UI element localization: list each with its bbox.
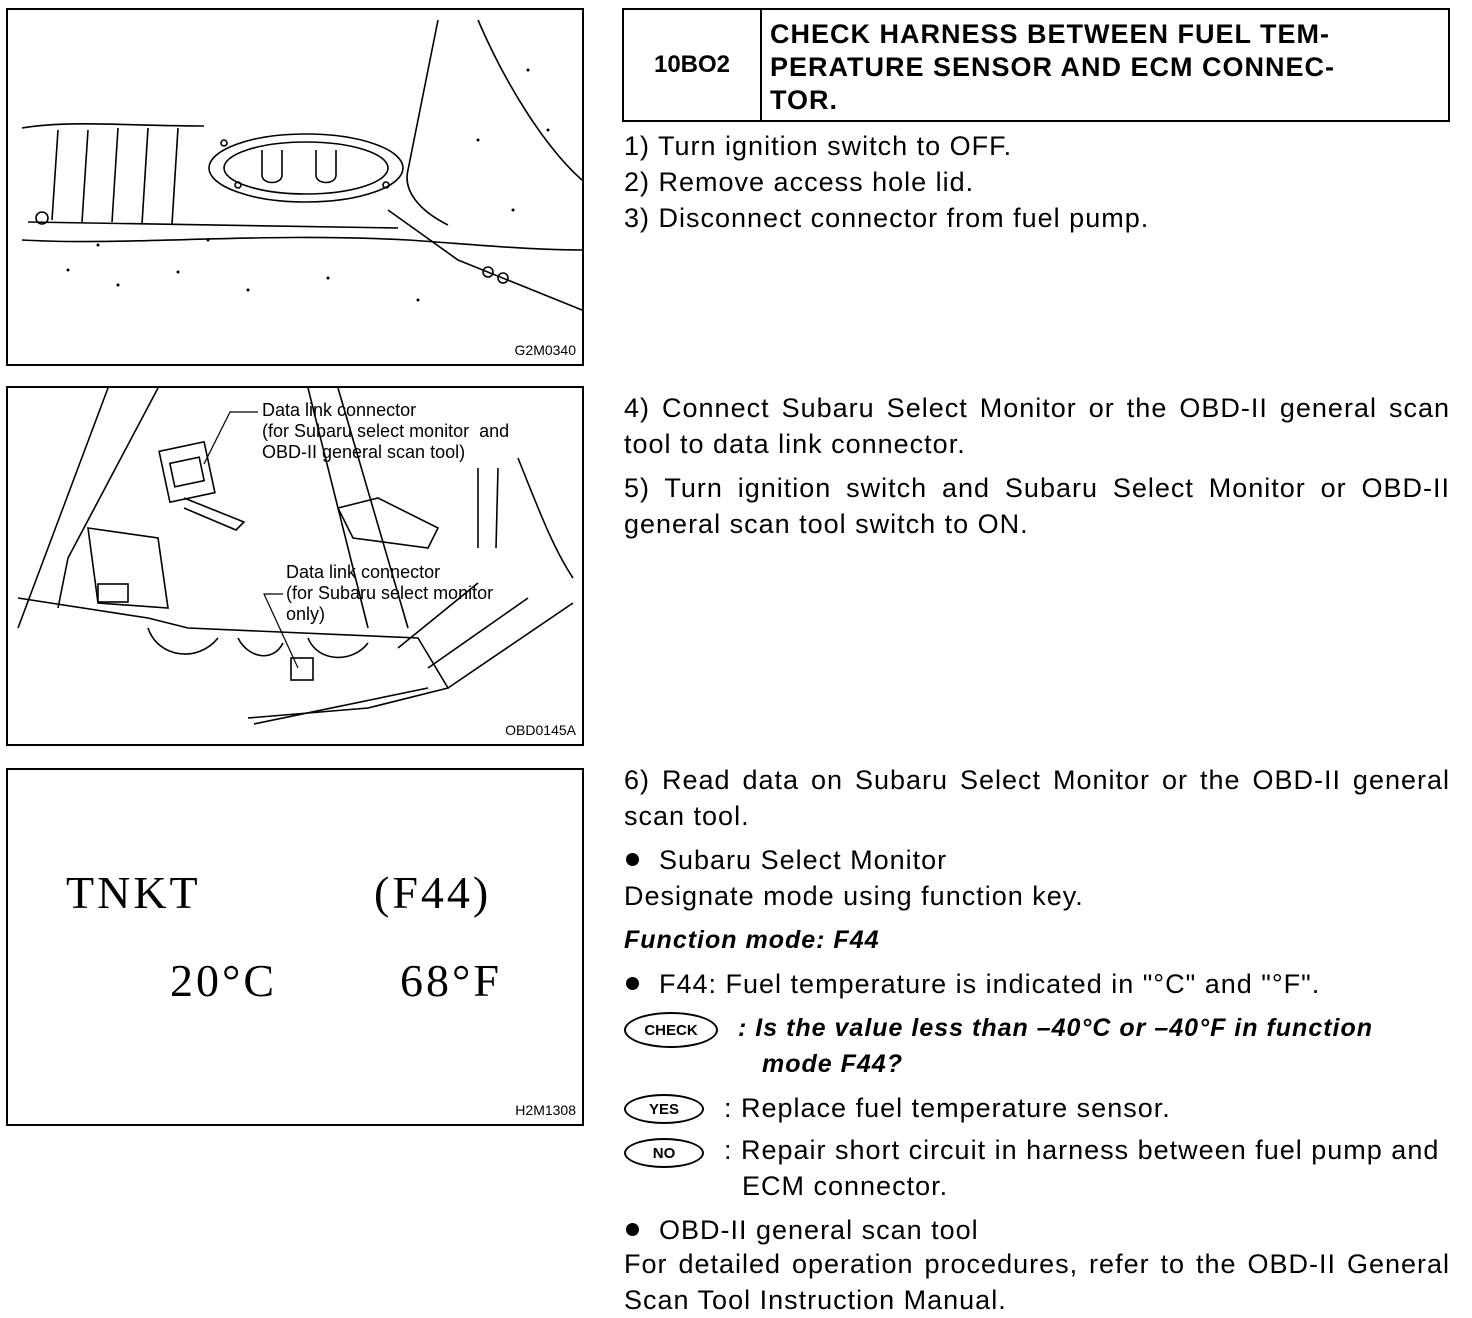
instruction-3: 3) Disconnect connector from fuel pump. (624, 203, 1150, 233)
step-header: 10BO2 CHECK HARNESS BETWEEN FUEL TEM- PE… (622, 8, 1450, 122)
figure-code: OBD0145A (505, 722, 576, 738)
instruction-1: 1) Turn ignition switch to OFF. (624, 131, 1013, 161)
step-id: 10BO2 (624, 10, 762, 120)
callout-top: Data link connector (for Subaru select m… (262, 400, 510, 462)
instruction-5: 5) Turn ignition switch and Subaru Selec… (624, 473, 1450, 539)
obd-heading-row: OBD-II general scan tool (626, 1212, 1452, 1248)
figure-code: H2M1308 (515, 1102, 576, 1118)
instruction-4: 4) Connect Subaru Select Monitor or the … (624, 393, 1450, 459)
ssm-heading: Subaru Select Monitor (659, 845, 948, 875)
lcd-fahrenheit: 68°F (400, 955, 502, 1006)
lcd-mode: (F44) (374, 867, 492, 918)
instruction-6: 6) Read data on Subaru Select Monitor or… (624, 765, 1450, 831)
bullet-icon (626, 1223, 639, 1237)
figure-data-link-connector: Data link connector (for Subaru select m… (6, 386, 584, 746)
obd-heading: OBD-II general scan tool (659, 1215, 979, 1245)
ssm-text: Designate mode using function key. (624, 881, 1084, 911)
step-title: CHECK HARNESS BETWEEN FUEL TEM- PERATURE… (770, 19, 1336, 115)
yes-text: : Replace fuel temperature sensor. (724, 1093, 1171, 1123)
lcd-celsius: 20°C (170, 955, 278, 1006)
f44-text: F44: Fuel temperature is indicated in "°… (659, 969, 1321, 999)
bullet-icon (626, 853, 639, 867)
figure-monitor-display: TNKT (F44) 20°C 68°F H2M1308 (6, 768, 584, 1126)
no-text: : Repair short circuit in harness betwee… (724, 1135, 1440, 1201)
access-hole-illustration (21, 19, 582, 311)
connector-illustration (17, 388, 574, 725)
check-question: : Is the value less than –40°C or –40°F … (738, 1014, 1374, 1078)
instruction-2: 2) Remove access hole lid. (624, 167, 975, 197)
callout-bottom: Data link connector (for Subaru select m… (286, 562, 494, 624)
f44-row: F44: Fuel temperature is indicated in "°… (626, 966, 1452, 1002)
ssm-heading-row: Subaru Select Monitor (626, 842, 1452, 878)
bullet-icon (626, 977, 639, 991)
function-mode: Function mode: F44 (624, 926, 880, 954)
no-badge: NO (624, 1138, 704, 1168)
obd-text: For detailed operation procedures, refer… (624, 1249, 1450, 1315)
figure-access-hole: G2M0340 (6, 8, 584, 366)
figure-code: G2M0340 (514, 342, 576, 358)
yes-badge: YES (624, 1094, 704, 1124)
check-badge: CHECK (624, 1012, 718, 1048)
lcd-label: TNKT (66, 867, 201, 918)
